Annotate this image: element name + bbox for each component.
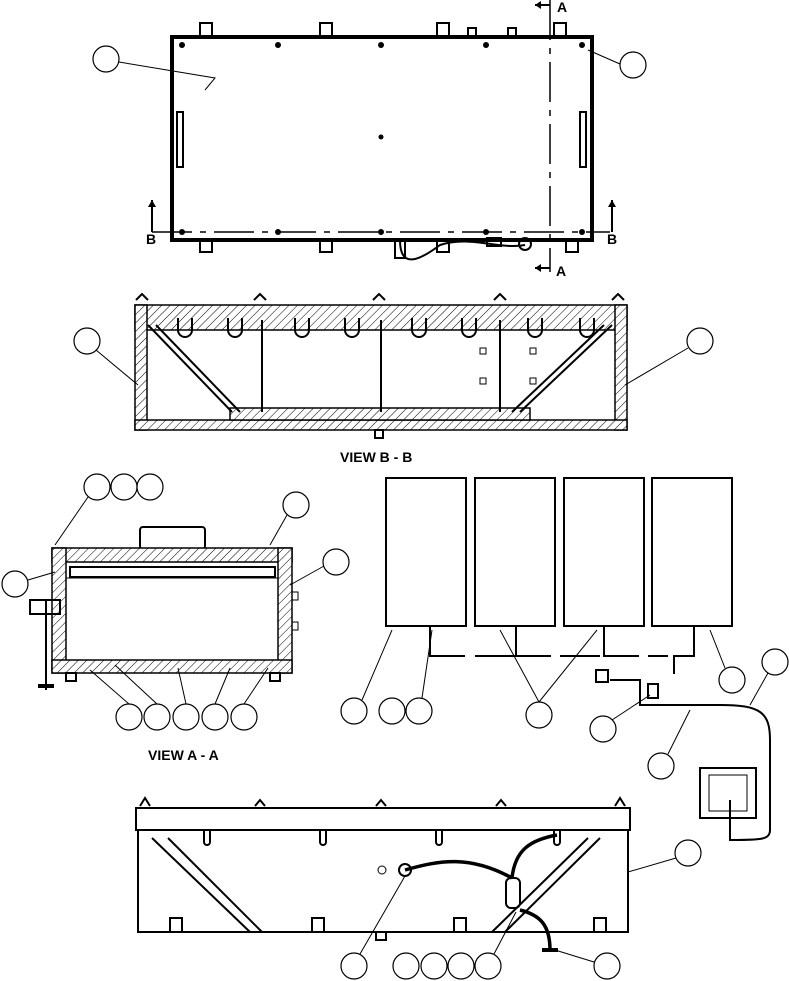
battery-schematic bbox=[340, 477, 789, 842]
top-plan-view bbox=[92, 0, 647, 272]
view-bb-section bbox=[73, 292, 714, 439]
section-a-top-label: A bbox=[557, 0, 567, 15]
section-a-bottom-label: A bbox=[556, 263, 566, 279]
side-view bbox=[135, 796, 702, 980]
view-aa-section bbox=[1, 473, 350, 731]
section-b-left-label: B bbox=[146, 231, 156, 247]
view-aa-caption: VIEW A - A bbox=[148, 747, 219, 763]
section-b-right-label: B bbox=[607, 231, 617, 247]
view-bb-caption: VIEW B - B bbox=[340, 449, 412, 465]
